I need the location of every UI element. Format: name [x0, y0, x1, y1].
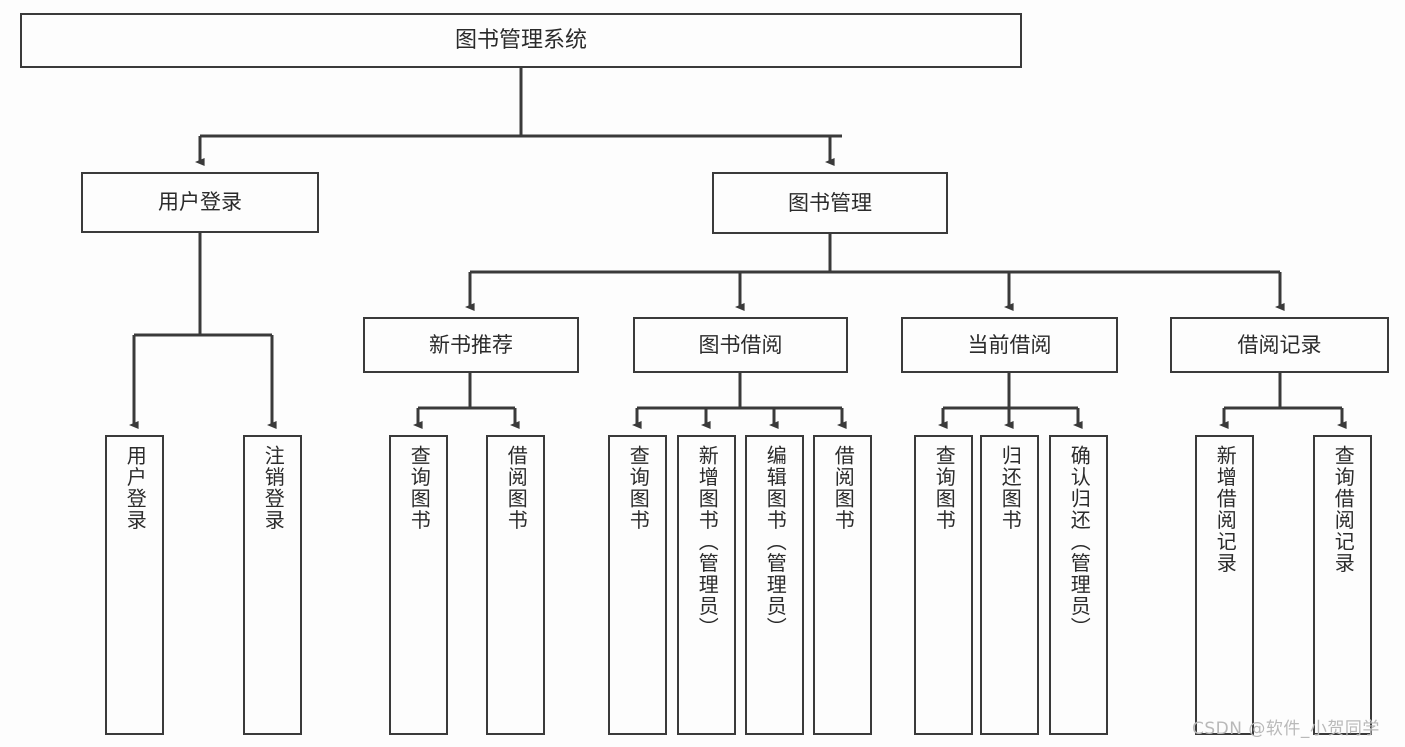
node-leaf-query-book-recommend[interactable]: 查询图书 — [389, 435, 448, 735]
node-leaf-borrow-book-recommend[interactable]: 借阅图书 — [486, 435, 545, 735]
node-label: 新增图书（管理员） — [695, 445, 720, 639]
node-level2-borrow-record[interactable]: 借阅记录 — [1170, 317, 1389, 373]
node-root-system[interactable]: 图书管理系统 — [20, 13, 1022, 68]
node-label: 查询借阅记录 — [1331, 445, 1356, 574]
node-leaf-borrow-book[interactable]: 借阅图书 — [813, 435, 872, 735]
node-leaf-query-book-borrow[interactable]: 查询图书 — [608, 435, 667, 735]
node-leaf-return-book[interactable]: 归还图书 — [980, 435, 1039, 735]
node-label: 注销登录 — [261, 445, 286, 531]
node-label: 借阅图书 — [504, 445, 529, 531]
node-level2-new-book-recommend[interactable]: 新书推荐 — [363, 317, 579, 373]
node-leaf-query-book-current[interactable]: 查询图书 — [914, 435, 973, 735]
node-label: 编辑图书（管理员） — [763, 445, 788, 639]
node-label: 新增借阅记录 — [1213, 445, 1238, 574]
node-level2-book-borrow[interactable]: 图书借阅 — [633, 317, 848, 373]
node-label: 用户登录 — [158, 190, 242, 215]
node-label: 借阅图书 — [831, 445, 856, 531]
node-label: 新书推荐 — [429, 332, 513, 357]
node-label: 查询图书 — [407, 445, 432, 531]
node-label: 图书管理 — [788, 190, 872, 215]
node-label: 查询图书 — [932, 445, 957, 531]
node-leaf-add-book-admin[interactable]: 新增图书（管理员） — [677, 435, 736, 735]
node-leaf-logout[interactable]: 注销登录 — [243, 435, 302, 735]
node-label: 查询图书 — [626, 445, 651, 531]
node-level1-user-login[interactable]: 用户登录 — [81, 172, 319, 233]
node-leaf-query-borrow-record[interactable]: 查询借阅记录 — [1313, 435, 1372, 735]
node-leaf-confirm-return-admin[interactable]: 确认归还（管理员） — [1049, 435, 1108, 735]
node-label: 归还图书 — [998, 445, 1023, 531]
node-label: 确认归还（管理员） — [1067, 445, 1092, 639]
node-level1-book-management[interactable]: 图书管理 — [712, 172, 948, 234]
node-level2-current-borrow[interactable]: 当前借阅 — [901, 317, 1118, 373]
node-label: 当前借阅 — [967, 332, 1052, 357]
node-label: 用户登录 — [123, 445, 148, 531]
node-label: 借阅记录 — [1237, 332, 1322, 357]
node-leaf-edit-book-admin[interactable]: 编辑图书（管理员） — [745, 435, 804, 735]
node-leaf-user-login[interactable]: 用户登录 — [105, 435, 164, 735]
node-label: 图书管理系统 — [454, 27, 587, 53]
csdn-watermark: CSDN @软件_小贺同学 — [1192, 719, 1380, 739]
node-leaf-add-borrow-record[interactable]: 新增借阅记录 — [1195, 435, 1254, 735]
node-label: 图书借阅 — [698, 332, 783, 357]
